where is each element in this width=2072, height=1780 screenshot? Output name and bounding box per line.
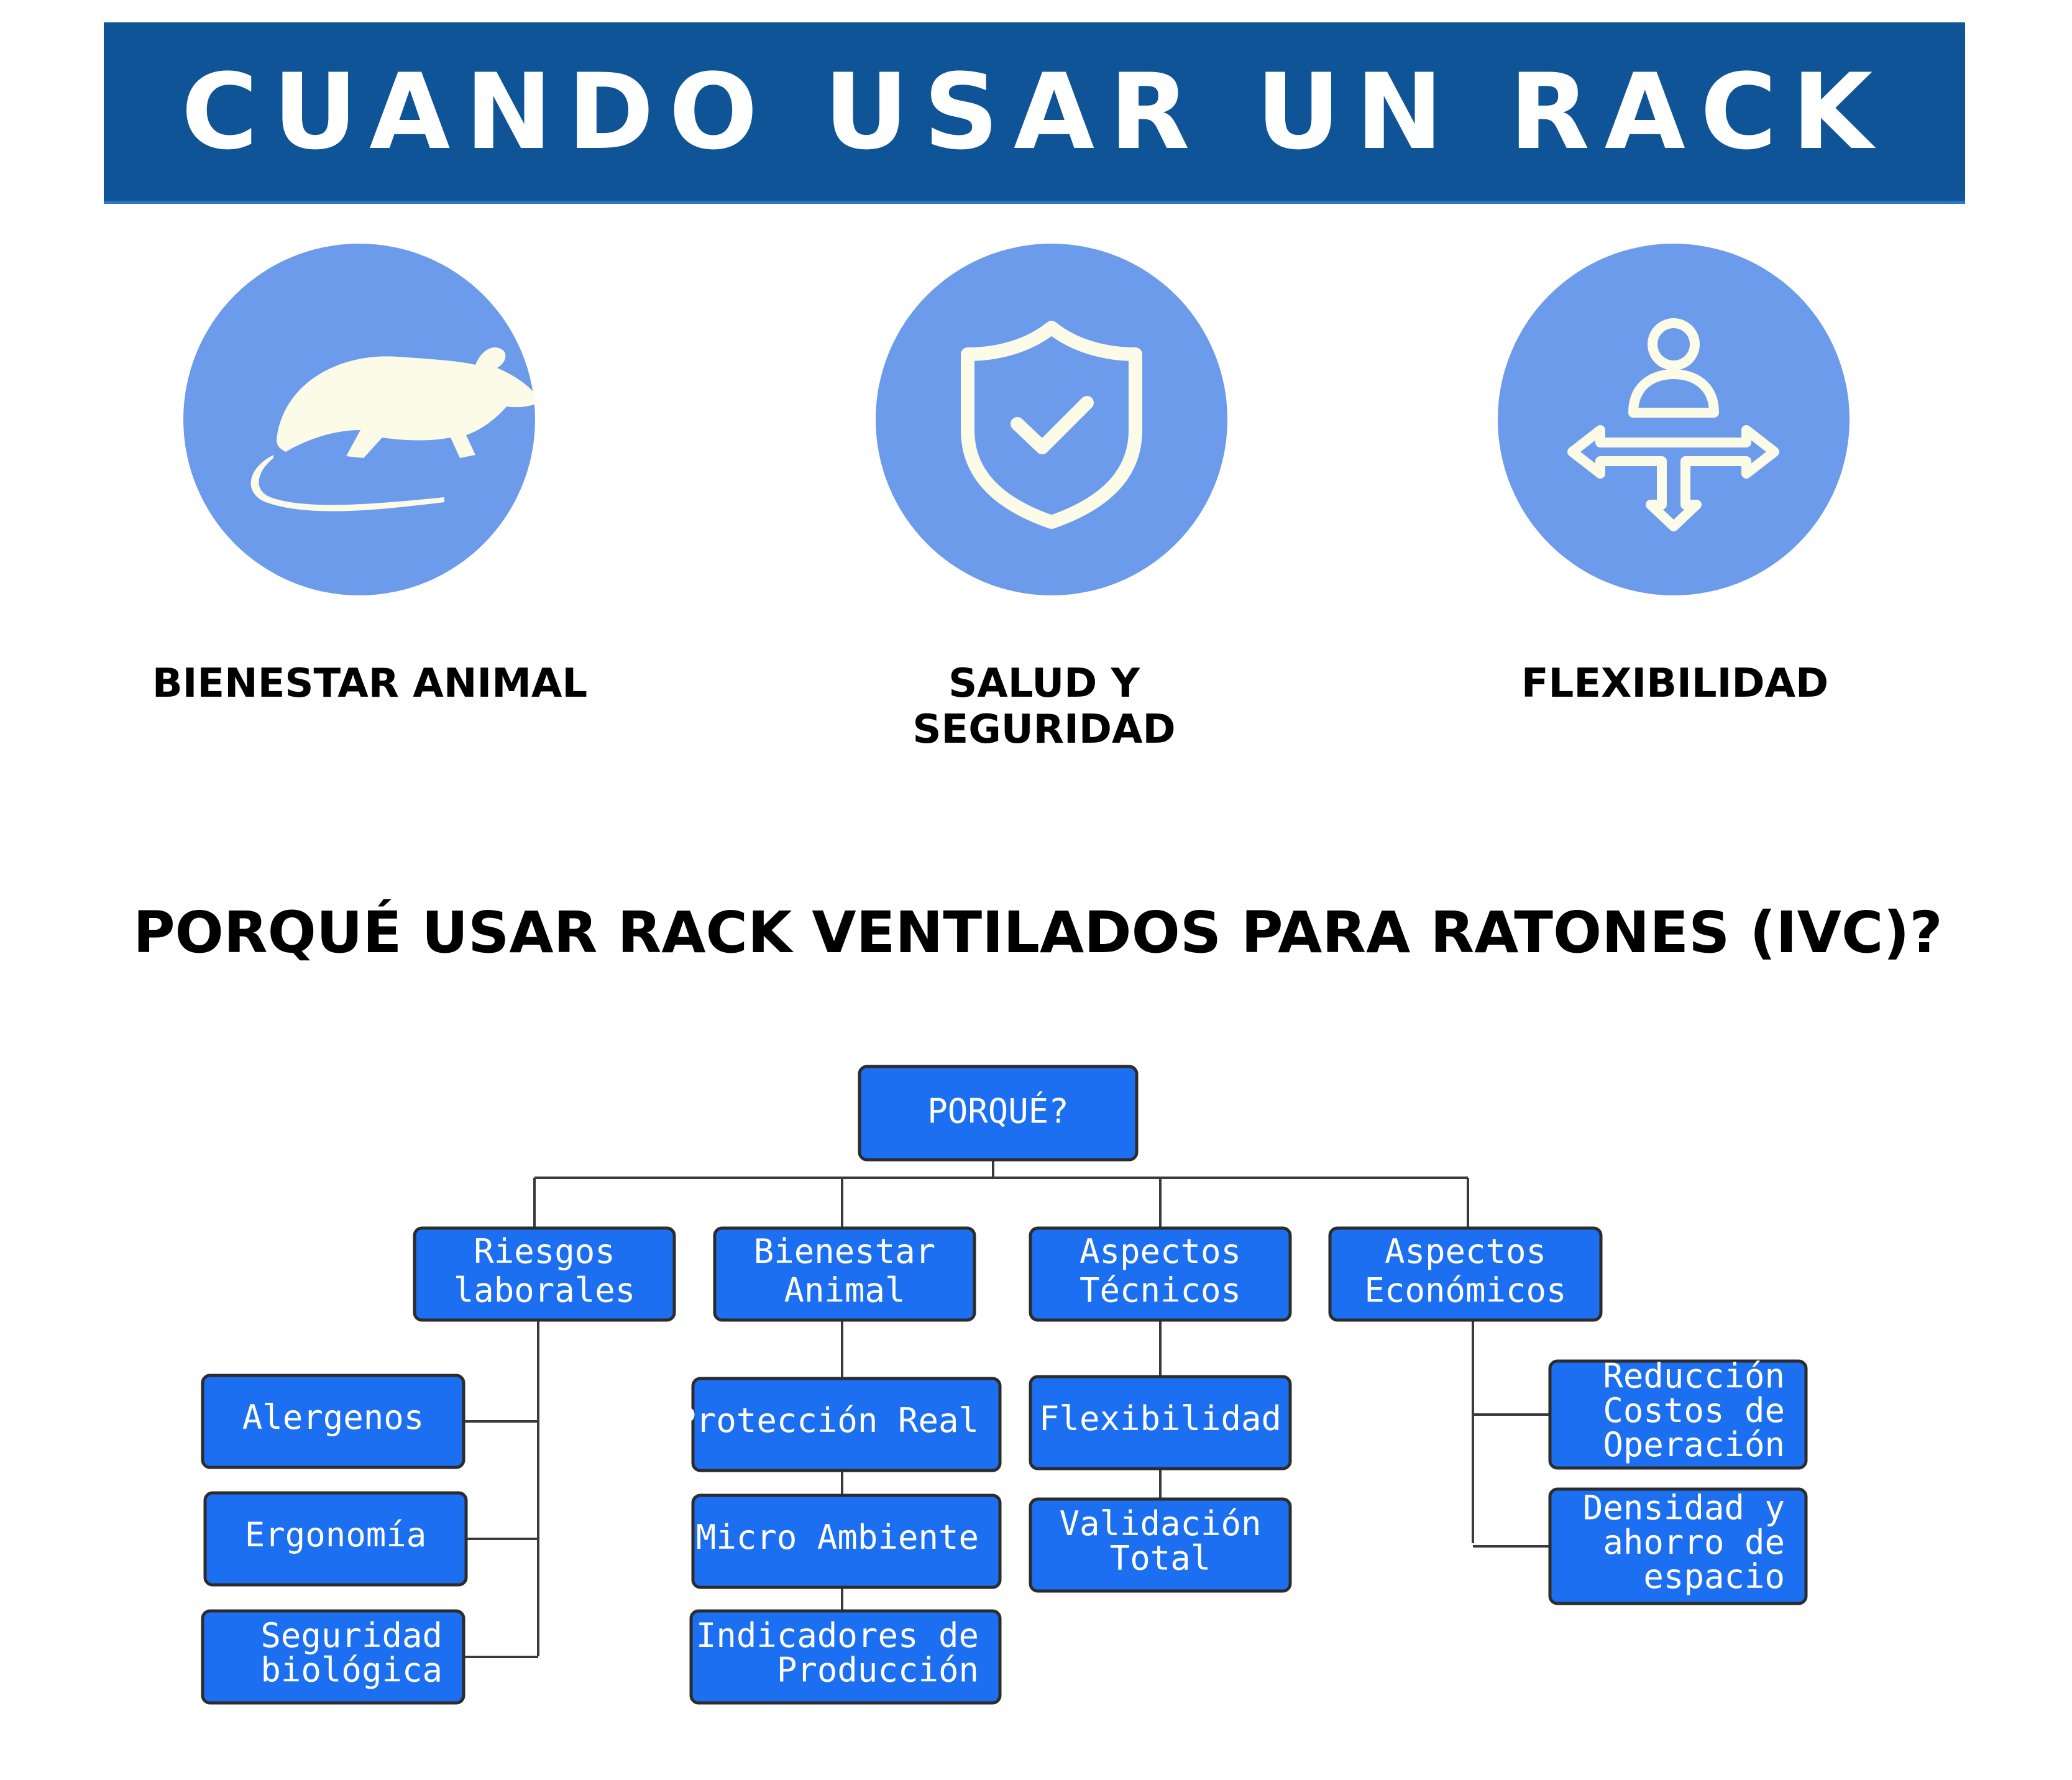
leaf-node-2-2-label: Micro Ambiente bbox=[696, 1518, 979, 1557]
leaf-node-3-1-box bbox=[1029, 1375, 1292, 1470]
person-flexibility-icon bbox=[1567, 318, 1779, 531]
leaf-node-2-1-label: Protección Real bbox=[676, 1401, 979, 1440]
feature-circle-bienestar bbox=[183, 244, 535, 595]
mouse-icon bbox=[250, 347, 535, 512]
leaf-node-3-2-box bbox=[1029, 1497, 1292, 1593]
branch-node-1-box bbox=[413, 1226, 676, 1322]
feature-label-salud: SALUD Y SEGURIDAD bbox=[912, 661, 1176, 753]
branch-node-3-box bbox=[1029, 1226, 1292, 1322]
leaf-node-2-1: Protección Real bbox=[676, 1377, 1002, 1472]
feature-label-flexibilidad: FLEXIBILIDAD bbox=[1521, 661, 1829, 707]
feature-circle-salud bbox=[876, 244, 1227, 595]
leaf-node-4-2-box bbox=[1548, 1487, 1808, 1605]
leaf-node-1-1: Alergenos bbox=[201, 1374, 465, 1469]
feature-circle-flexibilidad bbox=[1498, 244, 1850, 595]
shield-check-icon bbox=[961, 321, 1142, 529]
root-node: PORQUÉ? bbox=[858, 1065, 1139, 1162]
leaf-node-1-2-label: Ergonomía bbox=[245, 1515, 427, 1554]
leaf-node-1-3-box bbox=[201, 1609, 465, 1705]
leaf-node-2-2-box bbox=[691, 1493, 1002, 1589]
leaf-node-2-3-box bbox=[689, 1609, 1002, 1705]
diagram-subtitle: PORQUÉ USAR RACK VENTILADOS PARA RATONES… bbox=[133, 899, 1943, 966]
leaf-node-4-1-box bbox=[1548, 1359, 1808, 1470]
leaf-node-3-1: Flexibilidad bbox=[1029, 1375, 1292, 1470]
leaf-node-1-1-box bbox=[201, 1374, 465, 1469]
header-banner: CUANDO USAR UN RACK bbox=[104, 22, 1965, 204]
leaf-node-1-1-label: Alergenos bbox=[242, 1398, 424, 1437]
branch-node-2-box bbox=[713, 1226, 976, 1322]
feature-label-bienestar: BIENESTAR ANIMAL bbox=[152, 661, 588, 707]
leaf-node-1-2: Ergonomía bbox=[203, 1491, 468, 1587]
root-node-label: PORQUÉ? bbox=[927, 1092, 1069, 1131]
leaf-node-1-2-box bbox=[203, 1491, 468, 1587]
leaf-node-2-2: Micro Ambiente bbox=[691, 1493, 1002, 1589]
root-node-box bbox=[858, 1065, 1139, 1162]
leaf-node-3-1-label: Flexibilidad bbox=[1039, 1399, 1281, 1438]
leaf-node-2-1-box bbox=[691, 1377, 1002, 1472]
branch-node-4-box bbox=[1328, 1226, 1603, 1322]
page-title: CUANDO USAR UN RACK bbox=[181, 50, 1888, 173]
